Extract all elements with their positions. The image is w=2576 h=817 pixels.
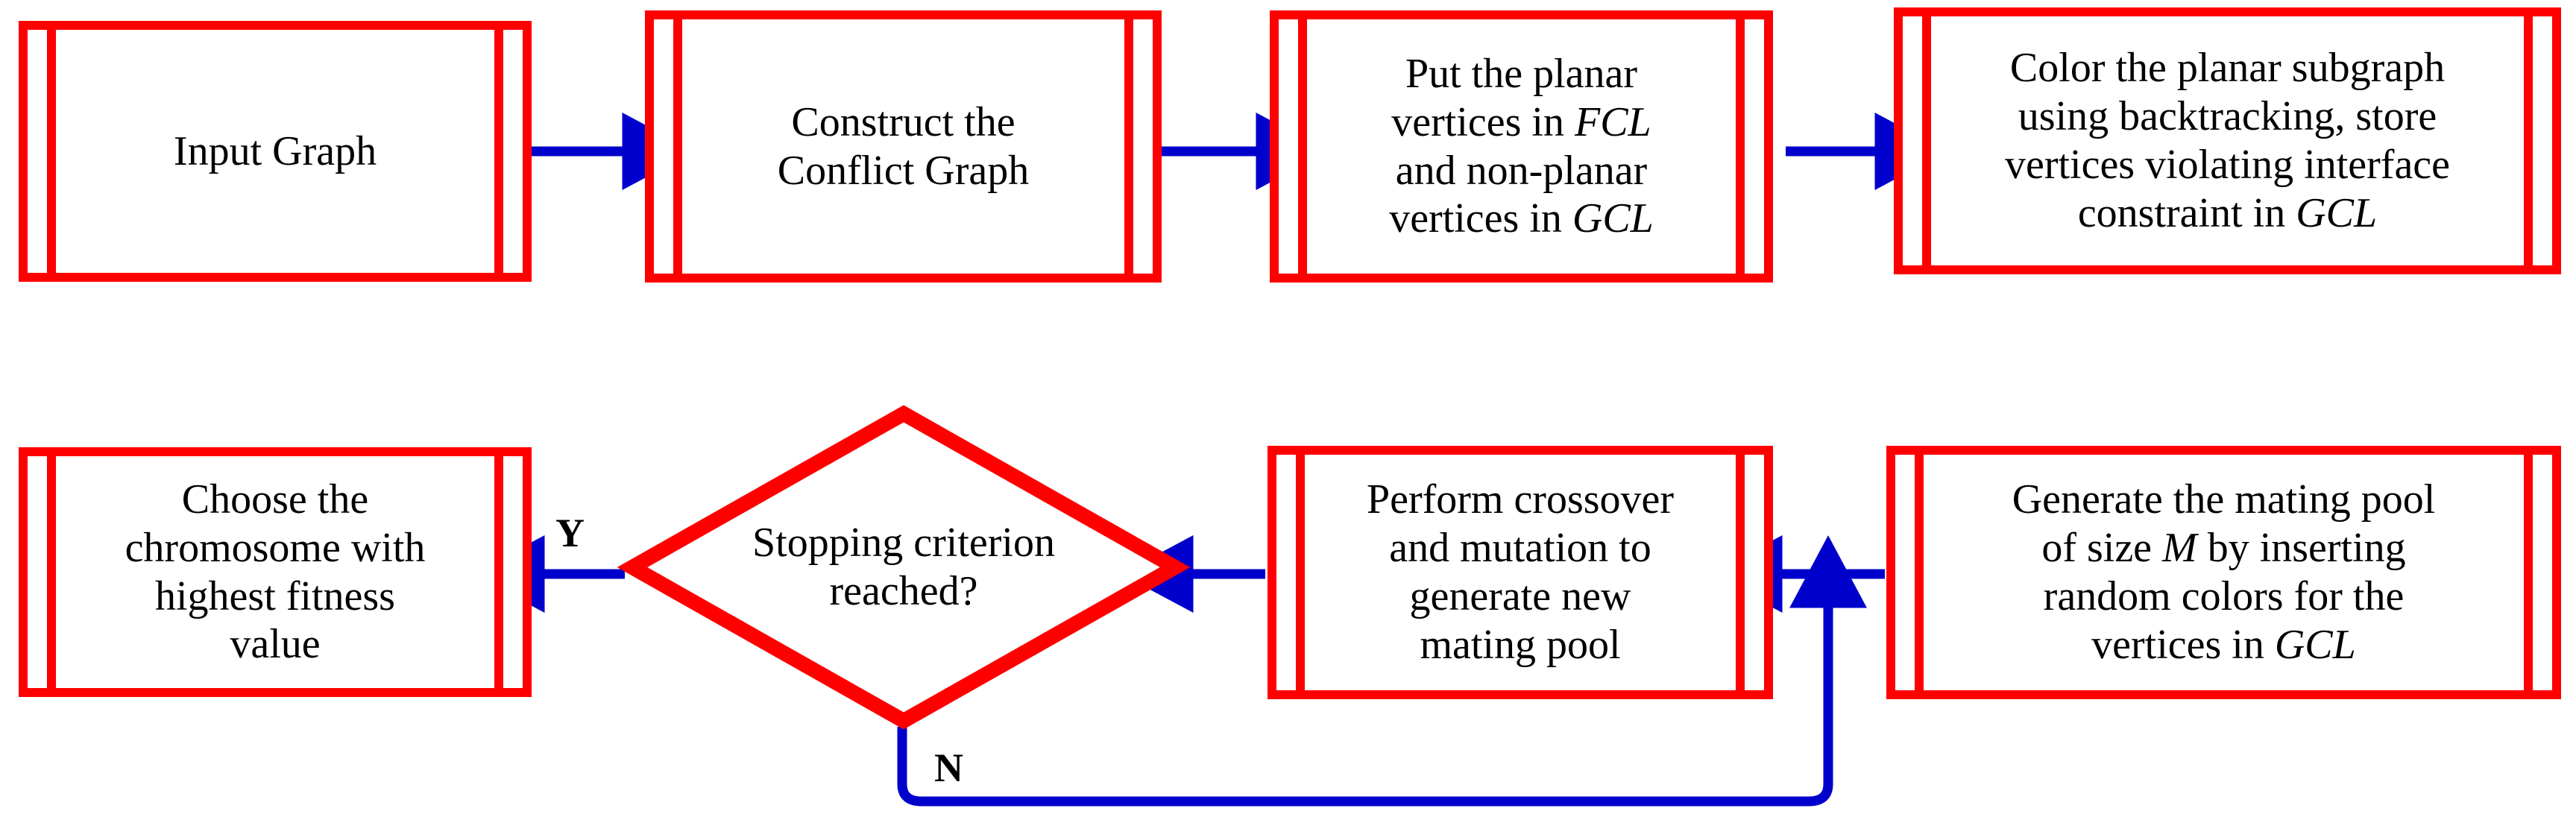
predefined-process-left-bar xyxy=(1922,16,1931,265)
predefined-process-left-bar xyxy=(1915,455,1924,690)
node-label: Input Graph xyxy=(173,127,377,174)
node-construct-conflict-graph[interactable]: Construct the Conflict Graph xyxy=(645,10,1162,283)
predefined-process-left-bar xyxy=(47,456,56,688)
node-label: Color the planar subgraph using backtrac… xyxy=(2004,45,2451,236)
predefined-process-right-bar xyxy=(1124,19,1133,274)
node-label: Choose the chromosome with highest fitne… xyxy=(125,476,426,668)
predefined-process-right-bar xyxy=(494,456,503,688)
node-label: Put the planar vertices in FCL and non-p… xyxy=(1389,50,1654,242)
node-label: Stopping criterion reached? xyxy=(752,520,1055,614)
node-input-graph[interactable]: Input Graph xyxy=(19,21,532,282)
node-partition-vertices[interactable]: Put the planar vertices in FCL and non-p… xyxy=(1270,10,1773,283)
node-stopping-criterion[interactable]: Stopping criterion reached? xyxy=(617,405,1191,730)
branch-label-yes: Y xyxy=(555,511,585,555)
branch-label-no: N xyxy=(934,745,963,790)
node-label: Construct the Conflict Graph xyxy=(777,98,1030,194)
node-label: Generate the mating pool of size M by in… xyxy=(2012,476,2436,668)
predefined-process-right-bar xyxy=(1736,19,1745,274)
predefined-process-right-bar xyxy=(2524,16,2533,265)
predefined-process-left-bar xyxy=(1296,455,1305,690)
predefined-process-left-bar xyxy=(673,19,682,274)
predefined-process-left-bar xyxy=(47,30,56,273)
decision-diamond-shape xyxy=(617,405,1191,730)
predefined-process-left-bar xyxy=(1298,19,1307,274)
node-color-planar-subgraph[interactable]: Color the planar subgraph using backtrac… xyxy=(1894,7,2561,274)
predefined-process-right-bar xyxy=(494,30,503,273)
node-choose-best-chromosome[interactable]: Choose the chromosome with highest fitne… xyxy=(19,447,532,697)
node-label: Perform crossover and mutation to genera… xyxy=(1366,476,1675,668)
predefined-process-right-bar xyxy=(2524,455,2533,690)
node-generate-mating-pool[interactable]: Generate the mating pool of size M by in… xyxy=(1886,446,2561,699)
node-crossover-mutation[interactable]: Perform crossover and mutation to genera… xyxy=(1267,446,1773,699)
predefined-process-right-bar xyxy=(1736,455,1745,690)
